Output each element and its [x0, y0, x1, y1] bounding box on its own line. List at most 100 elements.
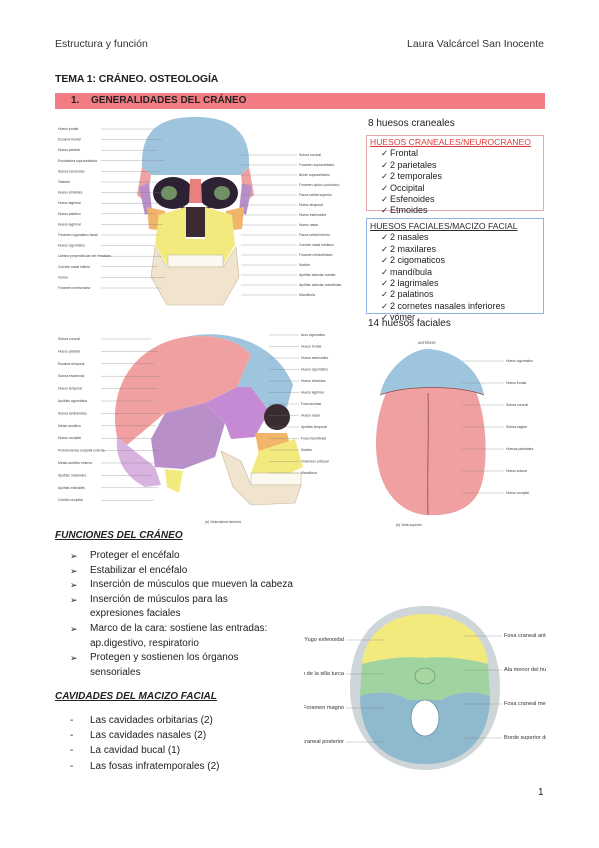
figure-label: Hueso frontal	[58, 127, 78, 131]
check-icon: ✓	[381, 171, 389, 182]
check-icon: ✓	[381, 278, 389, 289]
figure-label: Foramen cigomático facial	[58, 233, 98, 237]
cavities-list: -Las cavidades orbitarias (2) -Las cavid…	[70, 713, 300, 774]
figure-label: Cóndilo occipital	[58, 498, 83, 502]
figure-label: Lámina perpendicular del etmoides	[58, 254, 111, 258]
superior-caption: (b) Vista superior	[396, 523, 423, 527]
figure-label: Borde superior de la porción petrosa	[504, 735, 546, 741]
figure-label: Apófisis estiloides	[58, 486, 85, 490]
section-number: 1.	[71, 95, 80, 106]
figure-label: Hueso cigomático	[506, 359, 533, 363]
arrow-bullet-icon: ➢	[70, 594, 78, 605]
list-item: ✓mandíbula	[381, 266, 433, 277]
figure-label: Fosa craneal anterior	[504, 633, 546, 639]
list-item: ➢Proteger el encéfalo	[70, 549, 310, 564]
mastoid-region	[165, 469, 183, 493]
list-item: -Las fosas infratemporales (2)	[70, 760, 220, 772]
mandible-region	[220, 450, 302, 506]
check-icon: ✓	[381, 194, 389, 205]
nasal-cavity	[181, 207, 210, 237]
check-icon: ✓	[381, 289, 389, 300]
check-icon: ✓	[381, 148, 389, 159]
foramen-magnum	[410, 699, 440, 737]
orbit	[264, 404, 290, 430]
list-item: ✓2 nasales	[381, 232, 429, 243]
figure-label: Ala menor del hueso esfenoides	[504, 667, 546, 673]
maxilla-region	[251, 439, 303, 479]
list-item: ➢Estabilizar el encéfalo	[70, 564, 310, 579]
figure-label: Apófisis alveolar maxilar	[299, 273, 336, 277]
figure-label: Foramen magno	[304, 705, 344, 711]
coronal-suture	[379, 387, 485, 396]
figure-label: Hueso etmoides	[58, 191, 83, 195]
figure-label: Meato acústico	[58, 424, 81, 428]
figure-label: Fosa mandibular	[301, 437, 327, 441]
figure-label: Hueso lagrimal	[58, 201, 81, 205]
list-item: ➢Marco de la cara: sostiene las entradas…	[70, 622, 268, 649]
list-item: ✓2 maxilares	[381, 243, 437, 254]
figure-label: Hueso frontal	[301, 345, 321, 349]
check-icon: ✓	[381, 205, 389, 216]
figure-label: Hueso nasal	[299, 223, 318, 227]
facial-bones-heading: HUESOS FACIALES/MACIZO FACIAL	[370, 221, 518, 231]
cranial-bones-count: 8 huesos craneales	[368, 118, 455, 129]
check-icon: ✓	[381, 182, 389, 193]
arrow-bullet-icon: ➢	[70, 580, 78, 591]
header-subject: Estructura y función	[55, 38, 148, 50]
figure-label: Hueso esfenoides	[301, 356, 328, 360]
list-item: ✓2 lagrimales	[381, 278, 439, 289]
check-icon: ✓	[381, 266, 389, 277]
figure-label: Sutura coronal	[506, 403, 528, 407]
figure-label: Escama frontal	[58, 138, 81, 142]
arrow-bullet-icon: ➢	[70, 623, 78, 634]
list-item: -Las cavidades orbitarias (2)	[70, 715, 213, 726]
list-item: ✓2 cigomaticos	[381, 255, 446, 266]
figure-label: Hueso esfenoides	[299, 213, 326, 217]
check-icon: ✓	[381, 232, 389, 243]
header-author: Laura Valcárcel San Inocente	[407, 38, 544, 50]
check-icon: ✓	[381, 159, 389, 170]
figure-label: Hueso lagrimal	[301, 391, 324, 395]
figure-label: Foramen mentoniano	[58, 286, 90, 290]
list-item: -La cavidad bucal (1)	[70, 745, 181, 757]
figure-label: Cornete nasal inferior	[58, 265, 91, 269]
figure-label: Hueso lagrimal	[58, 222, 81, 226]
figure-label: Fosa lacrimal	[301, 402, 321, 406]
figure-label: Sutura coronal	[299, 153, 321, 157]
figure-label: Hueso cigomático	[301, 368, 328, 372]
check-icon: ✓	[381, 300, 389, 311]
functions-heading: FUNCIONES DEL CRÁNEO	[55, 530, 183, 541]
frontal-bone-region	[380, 349, 484, 395]
figure-label: Apófisis temporal	[301, 425, 327, 429]
anterior-label: ANTERIOR	[418, 341, 436, 345]
parietal-bone-region	[114, 335, 251, 445]
list-item: -Las cavidades nasales (2)	[70, 730, 207, 742]
figure-label: Tubérculo articular	[301, 460, 330, 464]
arrow-bullet-icon: ➢	[70, 653, 78, 664]
list-item: ✓Occipital	[381, 182, 425, 193]
figure-label: Fisura orbital superior	[299, 193, 333, 197]
list-item: ✓vómer	[381, 312, 416, 323]
section-heading-bar: 1. GENERALIDADES DEL CRÁNEO	[55, 93, 545, 109]
occipital-bone-region	[116, 437, 161, 487]
ethmoid-right	[214, 186, 230, 200]
list-item: ✓Etmoides	[381, 205, 428, 216]
figure-label: Vómer	[58, 275, 69, 279]
figure-label: Borde supraorbitario	[299, 173, 330, 177]
figure-label: Sutura coronal	[58, 337, 80, 341]
section-title: GENERALIDADES DEL CRÁNEO	[91, 95, 247, 106]
figure-label: Hueso palatino	[58, 212, 81, 216]
sphenoid-region-right	[239, 183, 252, 215]
anterior-cranial-fossa	[362, 614, 488, 664]
list-item: ✓2 palatinos	[381, 289, 434, 300]
figure-label: Fisura orbital inferior	[299, 233, 331, 237]
figure-label: Hueso nasal	[301, 414, 320, 418]
figure-label: Hueso cigomático	[58, 244, 85, 248]
figure-label: Apófisis alveolar mandibular	[299, 283, 342, 287]
figure-label: Hueso occipital	[506, 491, 529, 495]
